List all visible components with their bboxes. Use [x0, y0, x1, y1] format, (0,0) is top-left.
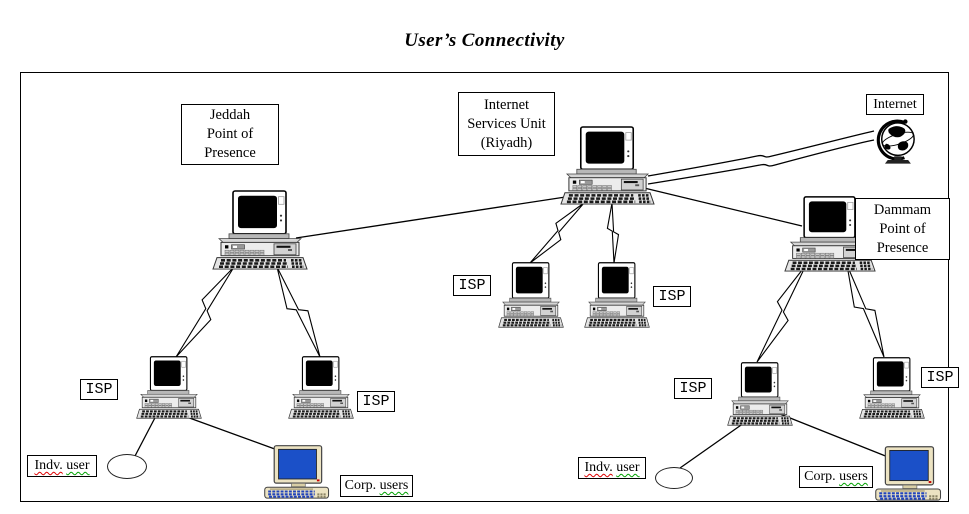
corp-users-computer-left: [263, 445, 330, 499]
isp-label-dammam-left: ISP: [674, 378, 712, 399]
edge-dammam-pop-isp-dammam-2: [846, 264, 885, 358]
indv-word: Indv.: [584, 460, 613, 475]
internet-globe-icon: [876, 117, 917, 166]
isp-label-dammam-right: ISP: [921, 367, 959, 388]
jeddah-pop-computer: [212, 190, 308, 270]
isp-label-jeddah-right: ISP: [357, 391, 395, 412]
edge-jeddah-pop-isp-jeddah-2: [276, 266, 321, 358]
isp-computer-dammam-2: [859, 357, 925, 419]
isp-computer-riyadh-1: [498, 262, 564, 328]
corp-word: Corp.: [344, 478, 377, 493]
riyadh-isu-computer: [560, 126, 655, 205]
corp-users-label-left: Corp. users: [340, 475, 413, 497]
edge-jeddah-pop-isp-jeddah-1: [175, 266, 235, 358]
isp-label-riyadh-right: ISP: [653, 286, 691, 307]
edge-riyadh-isu-internet-2: [647, 139, 875, 185]
indv-user-ellipse-left: [107, 454, 147, 479]
edge-isp-jeddah-1-indv-user-left: [134, 411, 159, 457]
jeddah-pop-label: Jeddah Point of Presence: [181, 104, 279, 165]
isp-label-jeddah-left: ISP: [80, 379, 118, 400]
edge-dammam-pop-isp-dammam-1: [756, 264, 807, 363]
edge-riyadh-isu-internet-1: [647, 130, 875, 177]
corp-users-label-right: Corp. users: [799, 466, 873, 488]
isp-label-riyadh-left: ISP: [453, 275, 491, 296]
dammam-pop-label: Dammam Point of Presence: [855, 198, 950, 260]
edge-riyadh-isu-isp-riyadh-1: [529, 202, 585, 264]
indv-user-label-left: Indv. user: [27, 455, 97, 477]
riyadh-isu-label: Internet Services Unit (Riyadh): [458, 92, 555, 156]
users-word: users: [379, 478, 409, 493]
indv-user-ellipse-right: [655, 467, 693, 489]
indv-word: Indv.: [34, 458, 63, 473]
user-word: user: [616, 460, 640, 475]
edge-jeddah-pop-riyadh-isu: [295, 195, 573, 239]
corp-users-computer-right: [874, 446, 942, 501]
corp-word: Corp.: [804, 469, 836, 484]
edge-riyadh-isu-isp-riyadh-2: [606, 202, 620, 264]
isp-computer-riyadh-2: [584, 262, 650, 328]
diagram-border: [20, 72, 949, 502]
edge-isp-dammam-1-indv-user-right: [679, 422, 745, 469]
user-word: user: [66, 458, 90, 473]
isp-computer-jeddah-1: [136, 356, 202, 419]
isp-computer-dammam-1: [727, 362, 793, 426]
users-word: users: [839, 469, 868, 484]
edge-isp-jeddah-1-corp-users-left: [183, 415, 284, 453]
internet-label: Internet: [866, 94, 924, 115]
edge-riyadh-isu-dammam-pop: [639, 186, 803, 227]
indv-user-label-right: Indv. user: [578, 457, 646, 479]
diagram-title: User’s Connectivity: [404, 30, 565, 51]
isp-computer-jeddah-2: [288, 356, 354, 419]
